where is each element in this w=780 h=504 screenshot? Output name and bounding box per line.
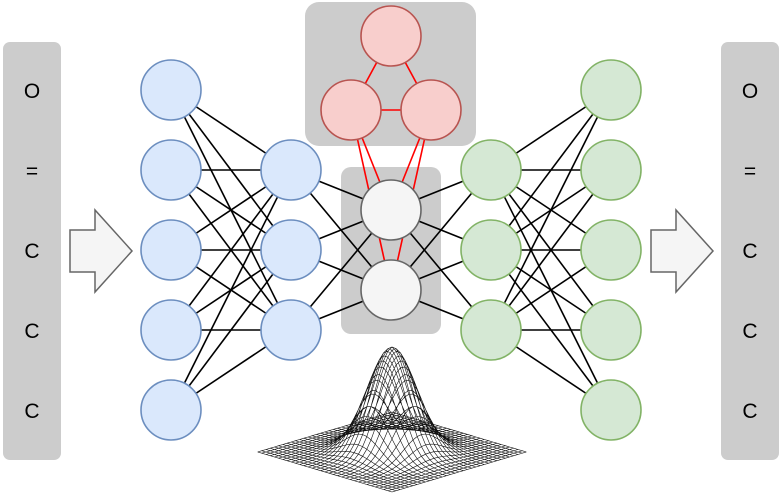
decoder-node	[460, 219, 522, 281]
output-token: C	[742, 320, 757, 343]
decoder-edge	[490, 169, 612, 331]
decoder-node	[460, 299, 522, 361]
right-arrow-icon	[650, 208, 715, 294]
input-token: C	[24, 400, 39, 423]
decoder-edge	[490, 89, 612, 251]
encoder-node	[260, 139, 322, 201]
input-token: C	[24, 320, 39, 343]
encoder-node	[140, 379, 202, 441]
property-node	[360, 5, 422, 67]
input-token-panel	[3, 42, 61, 460]
decoder-node	[580, 219, 642, 281]
encoder-node	[260, 219, 322, 281]
property-node	[400, 79, 462, 141]
output-token: C	[742, 240, 757, 263]
decoder-node	[580, 379, 642, 441]
output-token: C	[742, 400, 757, 423]
encoder-edge	[170, 169, 292, 411]
decoder-node	[580, 299, 642, 361]
encoder-node	[260, 299, 322, 361]
encoder-node	[140, 299, 202, 361]
encoder-node	[140, 59, 202, 121]
output-token-list: O = C C C	[742, 80, 758, 423]
encoder-node	[140, 219, 202, 281]
latent-node	[360, 259, 422, 321]
output-token: =	[744, 160, 756, 183]
input-token: O	[24, 80, 40, 103]
property-node	[320, 79, 382, 141]
output-token: O	[742, 80, 758, 103]
decoder-node	[580, 139, 642, 201]
right-arrow-icon	[69, 208, 134, 294]
gaussian-mesh	[257, 346, 527, 493]
decoder-edge	[490, 89, 612, 331]
input-token-list: O = C C C	[24, 80, 40, 423]
input-token: C	[24, 240, 39, 263]
input-token: =	[26, 160, 38, 183]
encoder-node	[140, 139, 202, 201]
network-nodes	[140, 5, 642, 441]
encoder-edge	[170, 249, 292, 411]
latent-node	[360, 179, 422, 241]
gaussian-surface-icon	[257, 346, 527, 493]
encoder-edge	[170, 169, 292, 331]
decoder-node	[580, 59, 642, 121]
output-token-panel	[721, 42, 779, 460]
decoder-node	[460, 139, 522, 201]
